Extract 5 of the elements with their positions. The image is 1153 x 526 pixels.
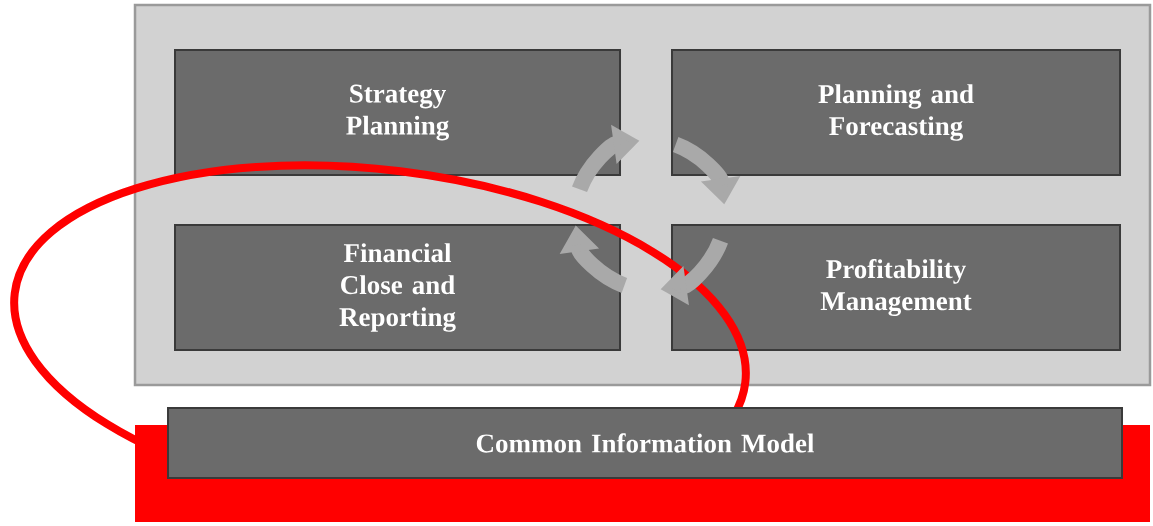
process-box: Common Information Model xyxy=(167,407,1123,479)
process-box: Profitability Management xyxy=(671,224,1121,351)
process-box: Strategy Planning xyxy=(174,49,621,176)
process-box: Financial Close and Reporting xyxy=(174,224,621,351)
process-box: Planning and Forecasting xyxy=(671,49,1121,176)
